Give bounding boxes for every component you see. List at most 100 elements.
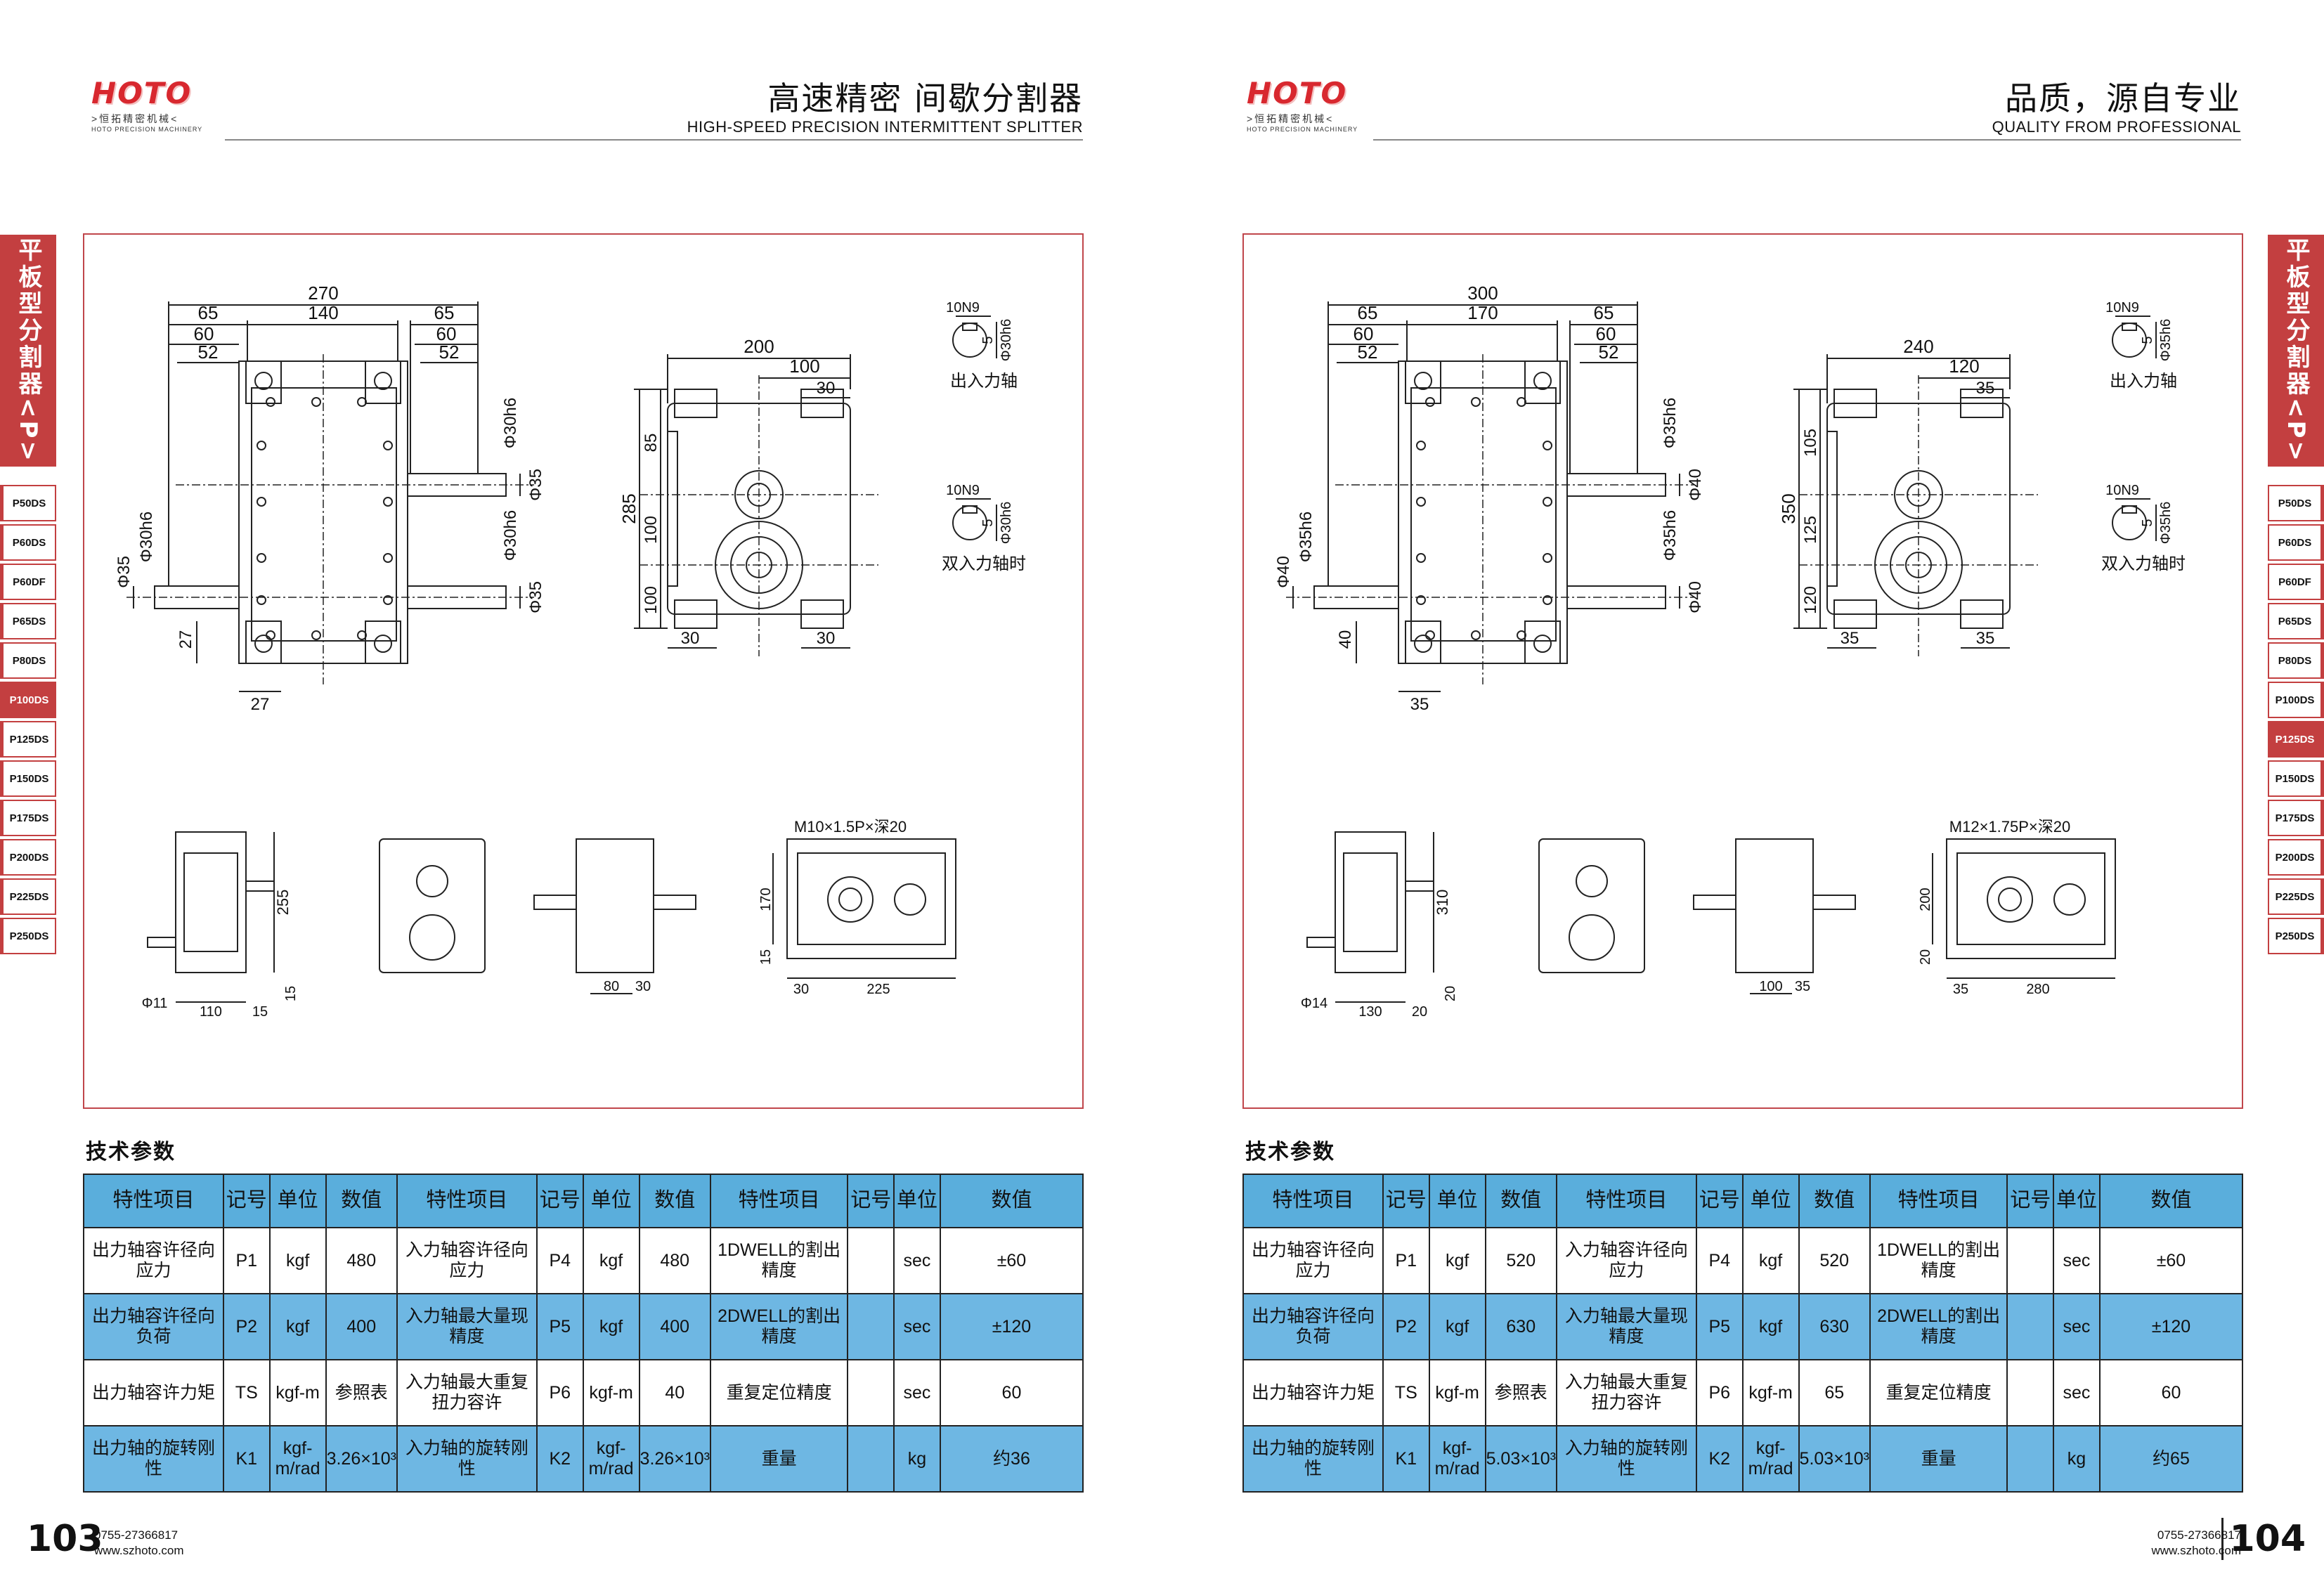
side-title: 平板型分割器<P>: [2268, 235, 2324, 467]
page-number: 104: [2221, 1518, 2306, 1560]
table-cell: 约36: [939, 1425, 1084, 1493]
tab-p125ds[interactable]: P125DS: [0, 721, 56, 758]
table-cell: 入力轴的旋转刚性: [1555, 1425, 1697, 1493]
dimension-label: 65: [1358, 302, 1378, 323]
table-cell: 入力轴容许径向应力: [396, 1227, 538, 1294]
dimension-label: Φ35h6: [2158, 502, 2174, 544]
dimension-label: 60: [436, 323, 457, 344]
table-cell: kgf: [268, 1293, 327, 1360]
logo-en: HOTO PRECISION MACHINERY: [1247, 126, 1358, 133]
table-cell: 约65: [2098, 1425, 2244, 1493]
tab-p50ds[interactable]: P50DS: [0, 485, 56, 521]
dimension-label: 310: [1434, 890, 1451, 916]
dimension-label: Φ35: [115, 556, 134, 588]
table-cell: 出力轴容许力矩: [83, 1359, 224, 1426]
dimension-label: Φ35: [526, 469, 545, 501]
tab-p50ds[interactable]: P50DS: [2268, 485, 2324, 521]
table-cell: P6: [1695, 1359, 1744, 1426]
table-cell: sec: [2053, 1293, 2101, 1360]
table-cell: K2: [1695, 1425, 1744, 1493]
tab-p60df[interactable]: P60DF: [0, 564, 56, 600]
tech-title: 技术参数: [86, 1140, 176, 1164]
table-cell: ±60: [939, 1227, 1084, 1294]
logo-cn: >恒拓精密机械<: [91, 113, 179, 124]
table-cell: 630: [1484, 1293, 1557, 1360]
dimension-label: 60: [1353, 323, 1374, 344]
table-cell: kgf-m/rad: [1428, 1425, 1486, 1493]
table-cell: 重量: [1869, 1425, 2008, 1493]
table-header-cell: 数值: [2098, 1174, 2244, 1228]
dimension-label: 35: [1976, 379, 1995, 398]
table-cell: [2006, 1293, 2055, 1360]
dimension-label: 65: [434, 302, 455, 323]
dimension-label: Φ35h6: [2158, 319, 2174, 361]
contact-info: 0755-27366817 www.szhoto.com: [94, 1528, 184, 1559]
tab-p225ds[interactable]: P225DS: [0, 878, 56, 915]
contact-info: 0755-27366817 www.szhoto.com: [2151, 1528, 2241, 1559]
table-cell: kgf: [1741, 1293, 1800, 1360]
table-cell: P6: [535, 1359, 584, 1426]
table-header-cell: 单位: [2053, 1174, 2101, 1228]
table-header-cell: 数值: [325, 1174, 398, 1228]
tab-p60ds[interactable]: P60DS: [2268, 524, 2324, 561]
website: www.szhoto.com: [2151, 1544, 2241, 1557]
dimension-label: 10N9: [2105, 483, 2139, 498]
dimension-label: 35: [1795, 979, 1810, 994]
tab-p250ds[interactable]: P250DS: [2268, 918, 2324, 954]
dimension-label: Φ40: [1686, 469, 1705, 501]
table-cell: kgf: [1428, 1227, 1486, 1294]
table-cell: kgf: [582, 1293, 640, 1360]
dimension-label: Φ30h6: [501, 510, 520, 561]
tab-p65ds[interactable]: P65DS: [2268, 603, 2324, 639]
dimension-label: Φ35h6: [1297, 512, 1316, 563]
dimension-label: 125: [1801, 516, 1820, 544]
tab-p225ds[interactable]: P225DS: [2268, 878, 2324, 915]
tab-p250ds[interactable]: P250DS: [0, 918, 56, 954]
tab-p200ds[interactable]: P200DS: [2268, 839, 2324, 876]
table-cell: 400: [638, 1293, 711, 1360]
tab-p175ds[interactable]: P175DS: [0, 800, 56, 836]
dimension-label: 225: [866, 982, 890, 997]
table-cell: P2: [222, 1293, 271, 1360]
dimension-label: 15: [758, 949, 774, 965]
dimension-label: 20: [1443, 986, 1458, 1001]
table-cell: kgf-m: [1741, 1359, 1800, 1426]
table-header-cell: 特性项目: [1869, 1174, 2008, 1228]
dimension-label: 350: [1778, 493, 1799, 524]
tab-p100ds[interactable]: P100DS: [0, 682, 56, 718]
table-cell: K1: [222, 1425, 271, 1493]
table-cell: P4: [1695, 1227, 1744, 1294]
table-cell: 出力轴容许径向负荷: [83, 1293, 224, 1360]
tab-p200ds[interactable]: P200DS: [0, 839, 56, 876]
dimension-label: 100: [789, 356, 819, 377]
tab-p150ds[interactable]: P150DS: [0, 760, 56, 797]
table-header-cell: 数值: [1484, 1174, 1557, 1228]
table-cell: P1: [1382, 1227, 1430, 1294]
tab-p60df[interactable]: P60DF: [2268, 564, 2324, 600]
table-cell: kg: [2053, 1425, 2101, 1493]
dimension-label: 52: [198, 342, 219, 363]
table-cell: sec: [893, 1359, 941, 1426]
table-cell: 参照表: [1484, 1359, 1557, 1426]
dimension-label: 52: [439, 342, 460, 363]
tab-p80ds[interactable]: P80DS: [0, 642, 56, 679]
tab-p175ds[interactable]: P175DS: [2268, 800, 2324, 836]
dimension-label: 30: [681, 629, 700, 648]
dimension-label: M10×1.5P×深20: [794, 818, 907, 836]
dimension-label: 20: [1412, 1004, 1427, 1020]
dimension-label: 5: [2140, 519, 2155, 526]
table-cell: kgf-m: [582, 1359, 640, 1426]
dimension-label: 20: [1918, 949, 1933, 965]
tab-p80ds[interactable]: P80DS: [2268, 642, 2324, 679]
tab-p100ds[interactable]: P100DS: [2268, 682, 2324, 718]
table-header-cell: 单位: [268, 1174, 327, 1228]
tab-p60ds[interactable]: P60DS: [0, 524, 56, 561]
dimension-label: 35: [1410, 695, 1429, 714]
tab-p150ds[interactable]: P150DS: [2268, 760, 2324, 797]
tab-p125ds[interactable]: P125DS: [2268, 721, 2324, 758]
tab-p65ds[interactable]: P65DS: [0, 603, 56, 639]
